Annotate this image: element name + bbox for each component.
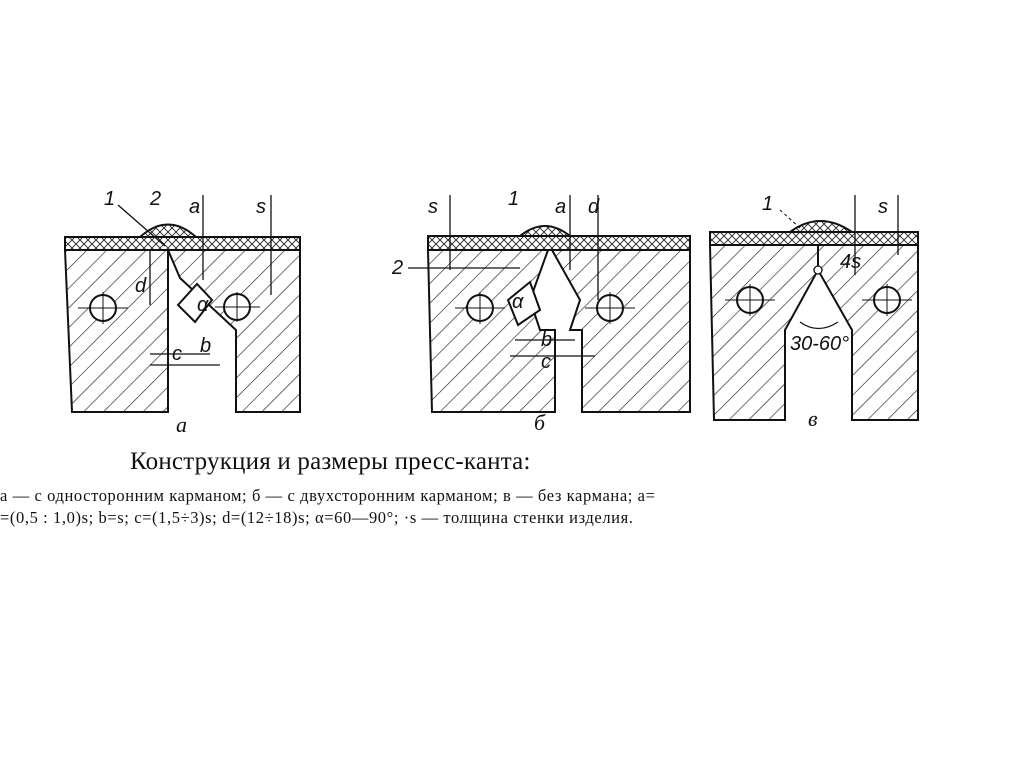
legend-line-2: =(0,5 : 1,0)s; b=s; c=(1,5÷3)s; d=(12÷18…	[0, 508, 634, 527]
label-2-b: 2	[391, 257, 403, 279]
strip-layer	[64, 236, 301, 251]
strip-layer	[709, 231, 919, 246]
label-1-a: 1	[104, 188, 115, 210]
label-s-b: s	[428, 196, 438, 218]
legend-line-1: а — с односторонним карманом; б — с двух…	[0, 486, 656, 505]
label-2-a: 2	[149, 188, 161, 210]
right-block	[166, 249, 301, 413]
label-d-a: d	[135, 275, 147, 297]
insert-2	[176, 282, 214, 324]
label-b-a: b	[200, 335, 211, 357]
label-c-b: c	[541, 351, 551, 373]
sealant-bead	[786, 220, 856, 233]
right-block	[550, 249, 691, 413]
label-4s-v: 4s	[840, 251, 861, 273]
caption-v: в	[808, 406, 818, 431]
label-b-b: b	[541, 329, 552, 351]
panel-b	[408, 195, 691, 413]
caption-b: б	[534, 410, 546, 435]
sealant-bead	[517, 225, 573, 237]
left-block	[426, 249, 556, 413]
insert-2	[506, 280, 542, 327]
label-s-a: s	[256, 196, 266, 218]
label-1-v: 1	[762, 193, 773, 215]
label-1-b: 1	[508, 188, 519, 210]
label-angle-v: 30-60°	[790, 333, 849, 355]
label-alpha-a: α	[197, 294, 209, 316]
label-s-v: s	[878, 196, 888, 218]
label-a-b: a	[555, 196, 566, 218]
figure-legend: а — с односторонним карманом; б — с двух…	[0, 485, 656, 529]
panel-a	[63, 195, 301, 413]
label-c-a: c	[172, 343, 182, 365]
panel-v	[708, 195, 919, 421]
label-d-b: d	[588, 196, 600, 218]
strip-layer	[427, 235, 691, 251]
figure-title: Конструкция и размеры пресс-канта:	[130, 448, 531, 475]
caption-a: а	[176, 412, 187, 437]
left-block	[63, 249, 169, 413]
label-a-a: a	[189, 196, 200, 218]
label-alpha-b: α	[512, 291, 524, 313]
